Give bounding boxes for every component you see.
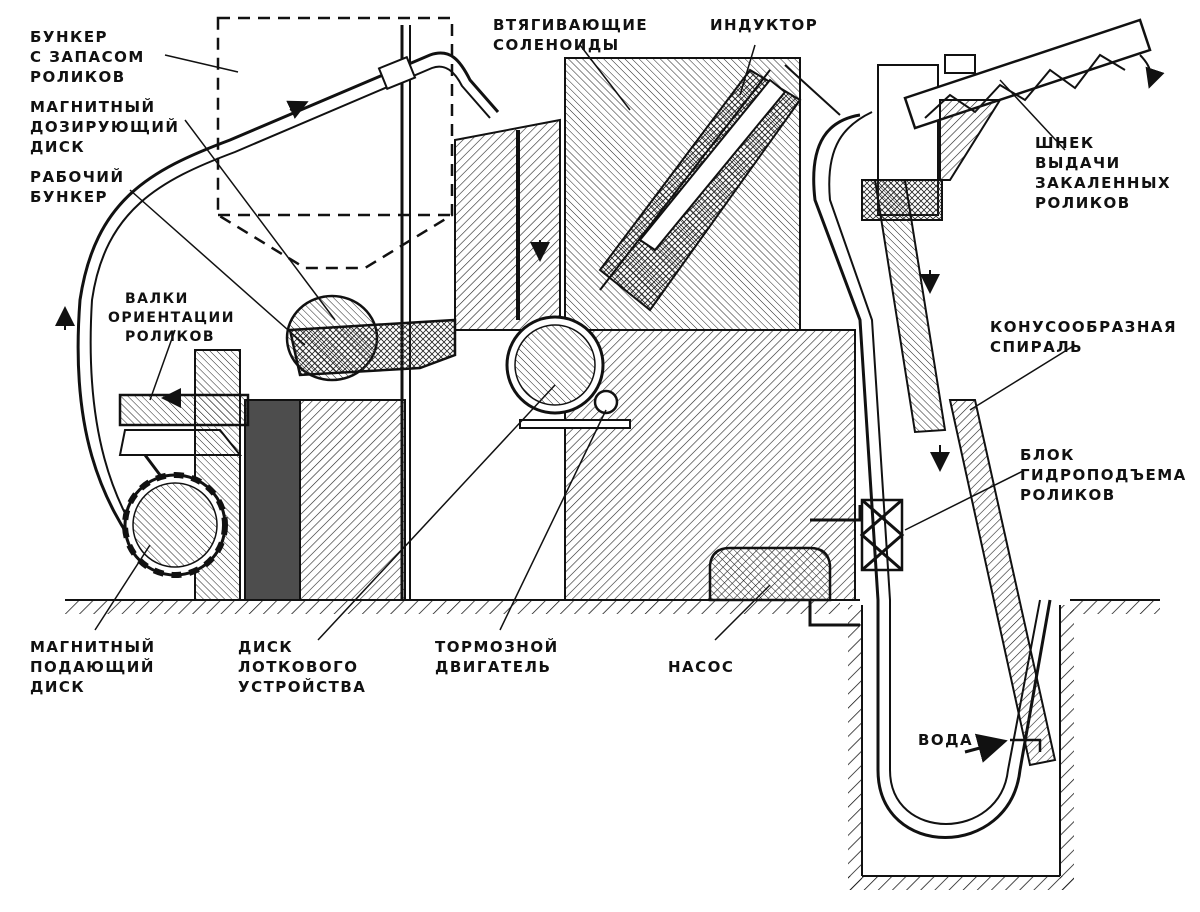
label-brake-motor: ТОРМОЗНОЙ ДВИГАТЕЛЬ [435, 637, 565, 676]
leader-lines [94, 44, 1076, 641]
label-reserve-bunker: БУНКЕР С ЗАПАСОМ РОЛИКОВ [30, 28, 152, 86]
inductor-assembly [598, 64, 841, 312]
tray-device [505, 130, 631, 429]
label-water: ВОДА [918, 731, 973, 749]
label-pump: НАСОС [668, 658, 734, 676]
reserve-bunker [216, 16, 454, 270]
hydrolift-block [808, 498, 905, 627]
water-inflow-arrow [964, 733, 1008, 763]
working-bunker [285, 294, 457, 382]
label-cone-spiral: КОНУСООБРАЗНАЯ СПИРАЛЬ [990, 318, 1184, 356]
label-working-bunker: РАБОЧИЙ БУНКЕР [30, 167, 131, 206]
water-pit [848, 605, 1074, 890]
pump [708, 546, 832, 602]
label-auger: ШНЕК ВЫДАЧИ ЗАКАЛЕННЫХ РОЛИКОВ [1035, 134, 1178, 212]
magnetic-feed-disk [122, 472, 228, 578]
output-auger [903, 18, 1165, 181]
feed-tube [55, 51, 500, 563]
quench-tank [861, 64, 950, 472]
label-dosing-disk: МАГНИТНЫЙ ДОЗИРУЮЩИЙ ДИСК [30, 97, 186, 156]
orientation-rolls [118, 388, 250, 546]
lift-tube [812, 111, 1052, 839]
label-feeding-disk: МАГНИТНЫЙ ПОДАЮЩИЙ ДИСК [30, 637, 162, 696]
labels: БУНКЕР С ЗАПАСОМ РОЛИКОВ МАГНИТНЫЙ ДОЗИР… [30, 16, 1194, 749]
label-solenoids: ВТЯГИВАЮЩИЕ СОЛЕНОИДЫ [493, 16, 655, 54]
label-tray-disk: ДИСК ЛОТКОВОГО УСТРОЙСТВА [238, 638, 366, 696]
label-hydrolift-block: БЛОК ГИДРОПОДЪЕМА РОЛИКОВ [1020, 446, 1194, 504]
label-orientation-rolls: ВАЛКИ ОРИЕНТАЦИИ РОЛИКОВ [108, 291, 241, 345]
cone-spiral [948, 399, 1057, 767]
label-inductor: ИНДУКТОР [710, 16, 818, 34]
